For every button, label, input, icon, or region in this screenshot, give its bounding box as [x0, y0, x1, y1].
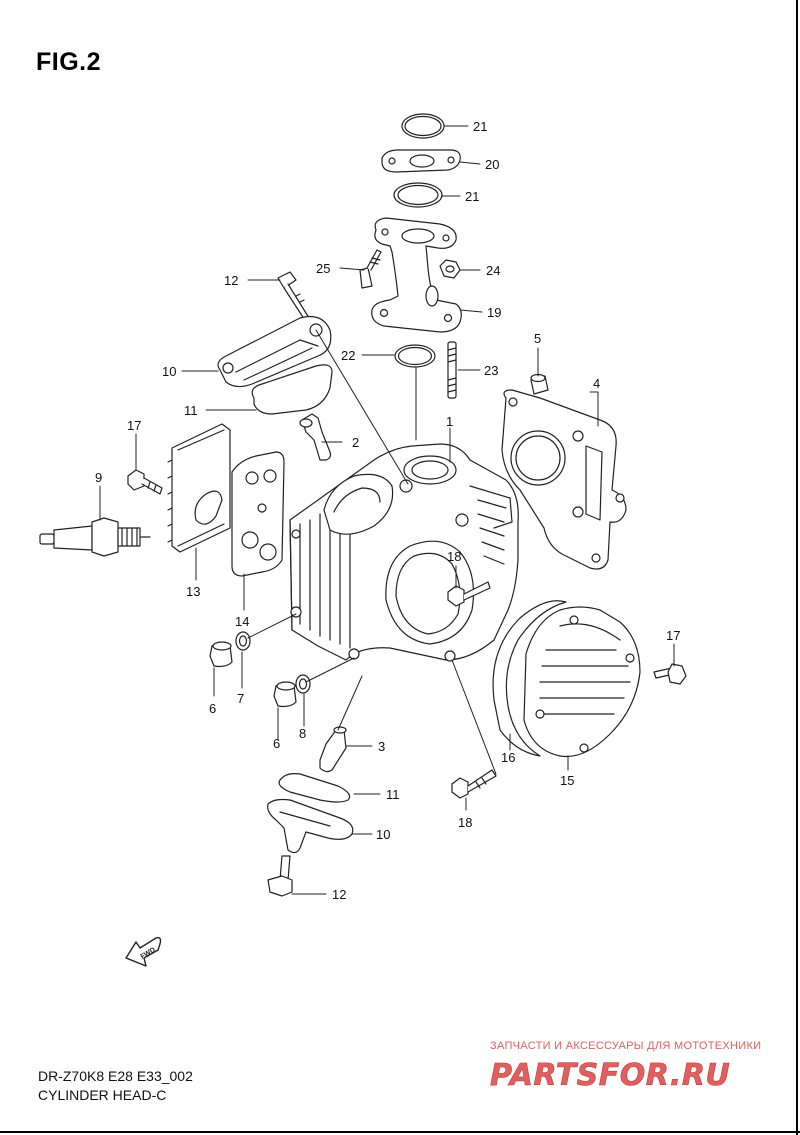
washer-part-7: [235, 631, 251, 651]
section-name: CYLINDER HEAD-C: [38, 1087, 167, 1103]
callout-label: 10: [376, 827, 390, 842]
bolt-left-part-17: [127, 469, 163, 495]
callout-label: 15: [560, 773, 574, 788]
cap-upper-part-6: [209, 641, 233, 668]
callout-label: 6: [273, 736, 280, 751]
callout-label: 21: [465, 189, 479, 204]
side-cover-part-13: [167, 423, 231, 553]
watermark-tagline: ЗАПЧАСТИ И АКСЕССУАРЫ ДЛЯ МОТОТЕХНИКИ: [490, 1040, 762, 1052]
stud-bolt-part-23: [447, 341, 457, 399]
nut-part-24: [439, 259, 461, 279]
washer-part-8: [295, 674, 311, 694]
frame-bottom-border: [0, 1131, 800, 1133]
cylinder-head-part-1: [289, 443, 519, 662]
fwd-arrow-icon: FWD: [125, 936, 162, 967]
callout-label: 3: [378, 739, 385, 754]
callout-label: 16: [501, 750, 515, 765]
callout-label: 13: [186, 584, 200, 599]
callout-label: 18: [447, 549, 461, 564]
o-ring-part-22: [394, 344, 436, 368]
callout-label: 2: [352, 435, 359, 450]
callout-label: 12: [224, 273, 238, 288]
bolt-right-part-17: [653, 663, 687, 685]
o-ring-lower-part-21: [393, 182, 443, 208]
callout-label: 7: [237, 691, 244, 706]
callout-label: 19: [487, 305, 501, 320]
callout-labels: 21 20 21 25 24 19 12 5 4 22 23 10 11 1 1…: [95, 119, 680, 902]
intake-pipe-part-19: [371, 217, 462, 333]
callout-label: 21: [473, 119, 487, 134]
callout-label: 5: [534, 331, 541, 346]
watermark-logo-text: PARTSFOR.RU: [490, 1058, 730, 1091]
callout-label: 17: [666, 628, 680, 643]
callout-label: 1: [446, 414, 453, 429]
callout-label: 20: [485, 157, 499, 172]
model-code: DR-Z70K8 E28 E33_002: [38, 1068, 193, 1084]
watermark-logo: PARTSFOR.RU: [490, 1058, 730, 1091]
callout-label: 22: [341, 348, 355, 363]
tappet-cover-bottom-part-10: [267, 798, 354, 854]
valve-part-3: [319, 726, 347, 773]
frame-right-border: [796, 0, 798, 1135]
bolt-middle-part-18: [447, 581, 491, 607]
figure-title: FIG.2: [36, 48, 102, 76]
bolt-bottom-part-12: [267, 855, 293, 897]
callout-label: 24: [486, 263, 500, 278]
callout-label: 12: [332, 887, 346, 902]
o-ring-bottom-part-11: [278, 773, 351, 803]
tappet-cover-top-part-10: [217, 315, 332, 388]
callout-label: 4: [593, 376, 600, 391]
dowel-pin-part-5: [530, 373, 549, 395]
callout-label: 18: [458, 815, 472, 830]
spark-plug-part-9: [39, 517, 151, 557]
callout-label: 8: [299, 726, 306, 741]
callout-label: 23: [484, 363, 498, 378]
bolt-part-25: [359, 249, 382, 289]
callout-label: 11: [386, 787, 400, 802]
callout-label: 10: [162, 364, 176, 379]
side-cover-part-15: [523, 606, 641, 758]
callout-label: 17: [127, 418, 141, 433]
intake-plate-part-20: [381, 149, 461, 173]
cylinder-head-gasket-part-4: [501, 389, 627, 570]
leader-lines: [99, 125, 675, 895]
callout-label: 6: [209, 701, 216, 716]
callout-label: 14: [235, 614, 249, 629]
o-ring-top-part-11: [251, 364, 333, 415]
callout-label: 25: [316, 261, 330, 276]
valve-part-2: [299, 413, 332, 461]
bolt-lower-right-part-18: [451, 769, 497, 799]
callout-label: 11: [184, 403, 198, 418]
o-ring-top-part-21: [401, 113, 445, 139]
callout-label: 9: [95, 470, 102, 485]
side-cover-gasket-part-16: [492, 600, 567, 757]
cap-lower-part-6: [273, 681, 297, 708]
gasket-part-14: [231, 451, 285, 577]
